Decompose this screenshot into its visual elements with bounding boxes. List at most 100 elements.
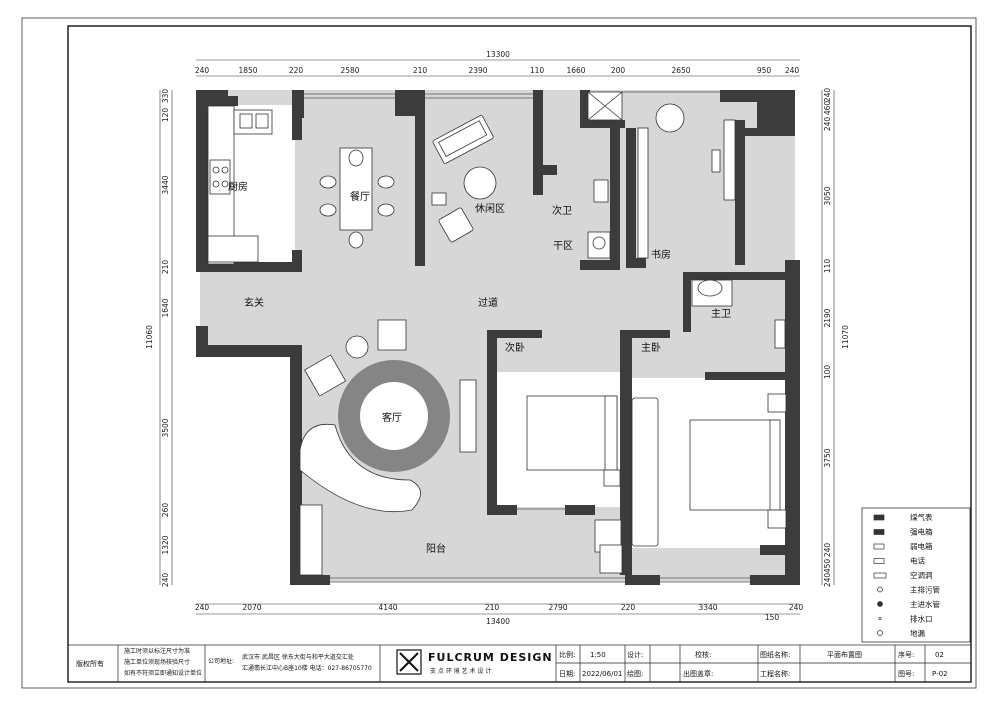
address-label: 公司地址:	[208, 657, 234, 665]
brand-logo-icon	[396, 649, 422, 675]
walls	[196, 90, 800, 585]
dim-right-5: 2190	[823, 308, 832, 327]
room-label-study: 书房	[651, 248, 671, 261]
legend-label-0: 煤气表	[910, 512, 933, 522]
scale-value: 1:50	[590, 651, 606, 659]
dim-left-7: 1320	[161, 535, 170, 554]
legend-label-4: 空调洞	[910, 570, 933, 580]
dim-left-0: 330	[161, 89, 170, 104]
dim-bottom-3: 210	[485, 603, 500, 612]
dim-top-6: 110	[530, 66, 545, 75]
dim-right-9: 450	[823, 559, 832, 574]
dim-top-8: 200	[611, 66, 626, 75]
room-label-corridor: 过道	[478, 296, 498, 309]
seq-label: 序号:	[898, 650, 914, 659]
title-block	[67, 644, 972, 683]
floor-drain-icon	[877, 630, 883, 636]
legend-label-1: 强电箱	[910, 527, 933, 537]
address-line-2: 汇通翡长江中心B座10楼 电话：027-86705770	[242, 664, 372, 672]
dim-top-0: 240	[195, 66, 210, 75]
room-label-lounge: 休闲区	[475, 202, 505, 215]
dim-right-total: 11070	[841, 325, 850, 349]
dim-bottom-7: 240	[789, 603, 804, 612]
room-label-second-bed: 次卧	[505, 341, 525, 354]
dim-bottom-5: 220	[621, 603, 636, 612]
dim-left-4: 1640	[161, 298, 170, 317]
drain-icon	[878, 616, 882, 621]
dim-right-7: 3750	[823, 448, 832, 467]
dim-left-5: 3500	[161, 418, 170, 437]
dim-top-9: 2650	[671, 66, 690, 75]
furniture	[207, 91, 787, 576]
legend-label-7: 排水口	[910, 614, 933, 624]
drawing-name-label: 图纸名称:	[760, 650, 790, 659]
room-label-dry-zone: 干区	[553, 240, 573, 252]
dim-top-7: 1660	[566, 66, 585, 75]
sewage-icon	[877, 586, 883, 593]
dim-left-2: 3440	[161, 175, 170, 194]
dim-top-total: 13300	[486, 50, 510, 59]
title-block-text: 版权所有 施工时须以标注尺寸为准 施工单位须现场核验尺寸 如有不符须立即通知设计…	[76, 647, 948, 678]
fig-value: P-02	[932, 670, 948, 678]
date-value: 2022/06/01	[582, 670, 622, 678]
fig-label: 图号:	[898, 670, 914, 678]
room-label-balcony: 阳台	[426, 542, 446, 555]
legend-label-3: 电话	[910, 556, 925, 566]
rights-label: 版权所有	[76, 659, 104, 668]
seq-value: 02	[935, 651, 944, 659]
dim-right-4: 110	[823, 259, 832, 274]
note-3: 如有不符须立即通知设计单位	[124, 669, 202, 677]
living-rug-center	[360, 382, 428, 450]
dim-right-6: 100	[823, 365, 832, 380]
room-label-kitchen: 厨房	[228, 180, 248, 193]
dim-bottom-total: 13400	[486, 617, 510, 626]
stamp-label: 出图盖章:	[683, 669, 713, 678]
room-label-living: 客厅	[382, 411, 402, 424]
dimension-lines	[159, 59, 835, 615]
dim-right-10: 240	[823, 573, 832, 588]
outer-border	[21, 17, 977, 689]
weak-box-icon	[873, 543, 885, 550]
dim-bottom-0: 240	[195, 603, 210, 612]
curved-sofa	[299, 423, 421, 513]
note-1: 施工时须以标注尺寸为准	[124, 647, 190, 655]
brand-name: FULCRUM DESIGN	[428, 651, 553, 664]
note-2: 施工单位须现场核验尺寸	[124, 658, 190, 666]
room-label-second-bath: 次卫	[552, 204, 572, 217]
dim-bottom-1: 2070	[242, 603, 261, 612]
dim-top-11: 240	[785, 66, 800, 75]
dim-left-8: 240	[161, 573, 170, 588]
ac-hole-icon	[873, 572, 887, 579]
dim-left-6: 260	[161, 503, 170, 518]
dim-bottom-2: 4140	[378, 603, 397, 612]
dim-bottom-6: 3340	[698, 603, 717, 612]
dim-right-2: 240	[823, 117, 832, 132]
phone-icon	[873, 558, 885, 564]
drawing-name: 平面布置图	[827, 650, 862, 659]
legend-label-8: 地漏	[910, 628, 925, 638]
dim-top-1: 1850	[238, 66, 257, 75]
dim-right-3: 3050	[823, 186, 832, 205]
check-label: 校核:	[695, 650, 711, 659]
brand-subtitle: 支 点 环 境 艺 术 设 计	[430, 667, 491, 675]
dim-right-8: 240	[823, 543, 832, 558]
room-label-master-bed: 主卧	[641, 341, 661, 354]
project-label: 工程名称:	[760, 669, 790, 678]
inlet-icon	[877, 601, 883, 607]
legend-label-2: 弱电箱	[910, 541, 933, 551]
legend-label-6: 主进水管	[910, 599, 940, 609]
design-label: 设计:	[627, 650, 643, 659]
legend-label-5: 主排污管	[910, 585, 940, 595]
room-label-dining: 餐厅	[350, 190, 370, 203]
dim-top-10: 950	[757, 66, 772, 75]
dim-top-2: 220	[289, 66, 304, 75]
scale-label: 比例:	[559, 650, 575, 659]
strong-box-icon	[873, 529, 885, 535]
room-label-master-bath: 主卫	[711, 308, 731, 320]
room-label-entrance: 玄关	[244, 296, 264, 309]
dim-top-3: 2580	[340, 66, 359, 75]
dim-right-1: 460	[823, 101, 832, 116]
